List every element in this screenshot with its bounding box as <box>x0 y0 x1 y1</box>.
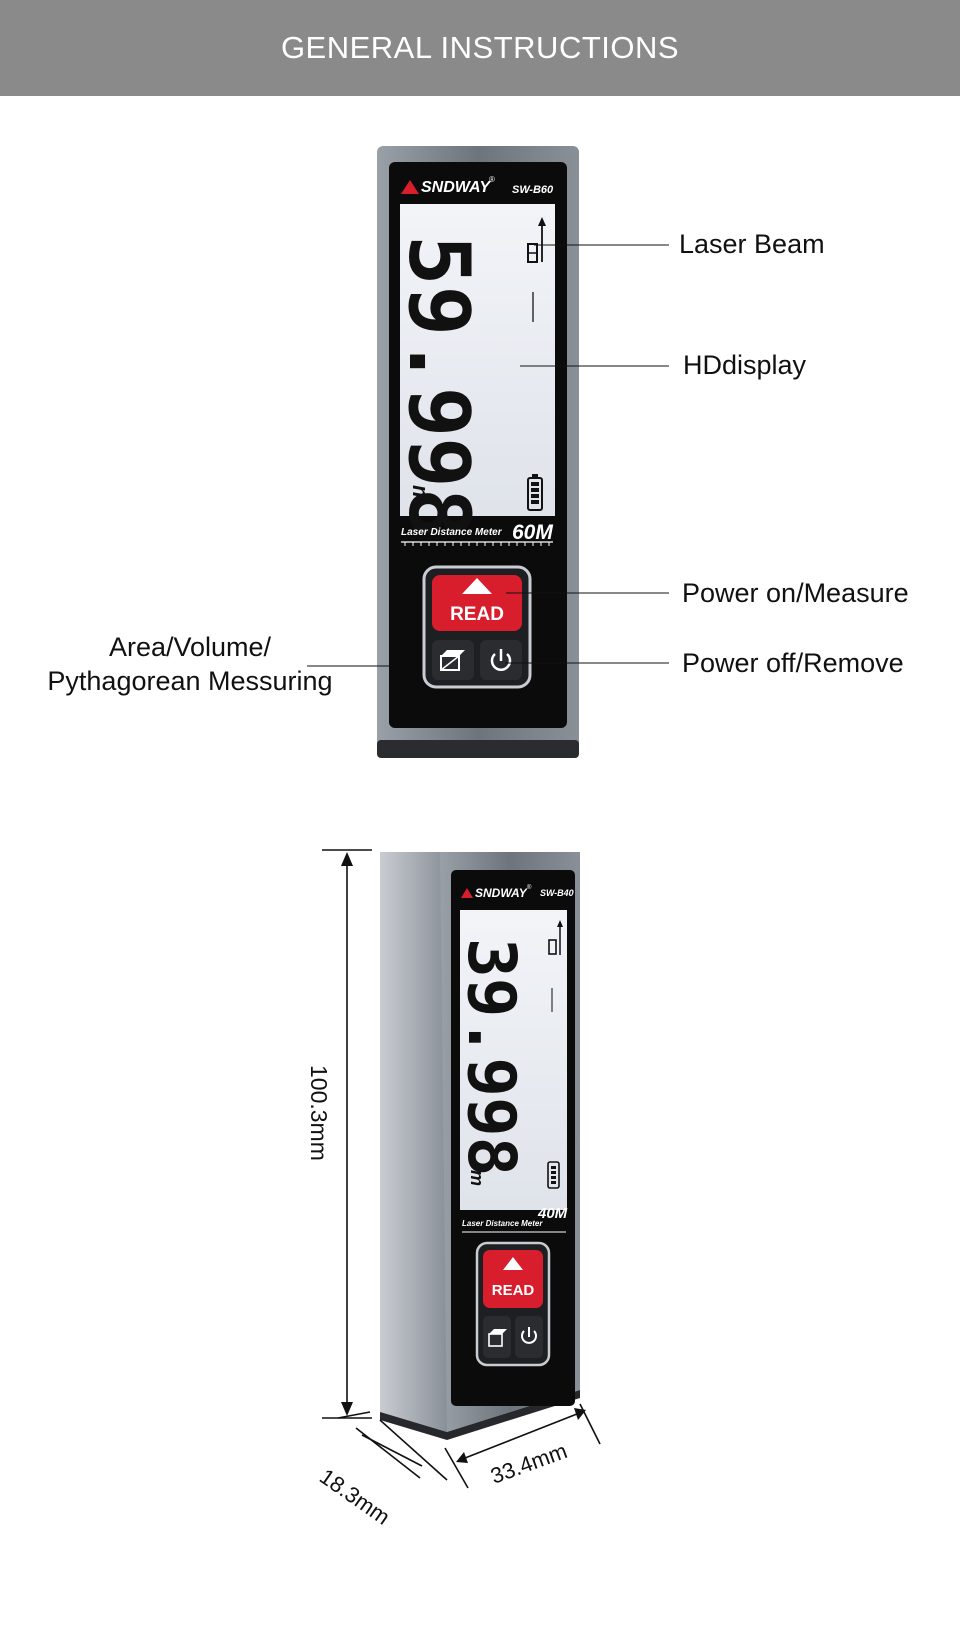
callout-area-volume: Area/Volume/ Pythagorean Messuring <box>30 630 350 698</box>
power-icon <box>521 1327 537 1344</box>
lcd-reading: 39.998 <box>453 938 530 1176</box>
depth-dimension-label: 18.3mm <box>315 1464 394 1530</box>
power-icon <box>490 649 512 671</box>
battery-icon <box>547 1161 560 1189</box>
battery-icon <box>527 474 543 511</box>
callout-hd-display: HDdisplay <box>683 350 807 380</box>
brand-name: SNDWAY <box>475 886 528 900</box>
area-volume-icon <box>488 1329 507 1347</box>
lcd-reading: 59.998 <box>390 235 488 538</box>
range-label: 40M <box>537 1205 568 1222</box>
dimension-lines <box>322 849 601 1489</box>
brand-logo: SNDWAY ® <box>461 884 532 900</box>
callout-area-line1: Area/Volume/ <box>108 632 272 662</box>
page-title: GENERAL INSTRUCTIONS <box>280 30 680 65</box>
read-button[interactable]: READ <box>483 1250 543 1308</box>
lcd-display <box>400 204 555 516</box>
device-sw-b60: SNDWAY ® SW-B60 59.998 m Laser Distance … <box>377 146 579 758</box>
callout-power-off: Power off/Remove <box>682 648 904 678</box>
lcd-display <box>460 910 567 1210</box>
callout-lines <box>307 244 669 667</box>
brand-logo: SNDWAY ® <box>401 175 495 196</box>
unit-label: m <box>408 485 433 505</box>
up-arrow-icon <box>462 578 492 594</box>
model-name: SW-B60 <box>512 184 554 196</box>
device-base-side <box>380 1412 447 1440</box>
device-sw-b40: SNDWAY ® SW-B40 39.998 m Laser Distance … <box>380 852 580 1440</box>
up-arrow-icon <box>503 1257 523 1270</box>
read-label: READ <box>492 1282 535 1299</box>
registered-mark: ® <box>527 884 532 891</box>
registered-mark: ® <box>489 175 495 184</box>
power-button[interactable] <box>515 1316 543 1358</box>
meter-label: Laser Distance Meter <box>401 527 503 538</box>
laser-beam-icon <box>548 920 563 955</box>
callout-power-on: Power on/Measure <box>682 578 909 608</box>
ruler-ticks <box>404 542 550 546</box>
device-side <box>380 852 447 1432</box>
area-volume-button[interactable] <box>483 1316 511 1358</box>
read-label: READ <box>450 604 504 625</box>
area-volume-icon <box>440 650 465 671</box>
model-name: SW-B40 <box>540 888 574 898</box>
header-banner: GENERAL INSTRUCTIONS <box>0 0 960 96</box>
height-dimension-label: 100.3mm <box>306 1065 332 1161</box>
brand-triangle-icon <box>401 180 419 194</box>
brand-name: SNDWAY <box>421 179 491 196</box>
callout-laser-beam: Laser Beam <box>679 229 825 259</box>
unit-label: m <box>467 1170 487 1186</box>
read-button[interactable]: READ <box>432 575 522 631</box>
callout-area-line2: Pythagorean Messuring <box>47 666 333 696</box>
meter-label: Laser Distance Meter <box>462 1219 543 1228</box>
width-dimension-label: 33.4mm <box>487 1438 570 1489</box>
area-volume-button[interactable] <box>432 640 474 680</box>
brand-triangle-icon <box>461 888 473 898</box>
laser-beam-icon <box>527 217 546 263</box>
power-button[interactable] <box>480 640 522 680</box>
device-base <box>377 740 579 758</box>
range-label: 60M <box>512 521 553 544</box>
